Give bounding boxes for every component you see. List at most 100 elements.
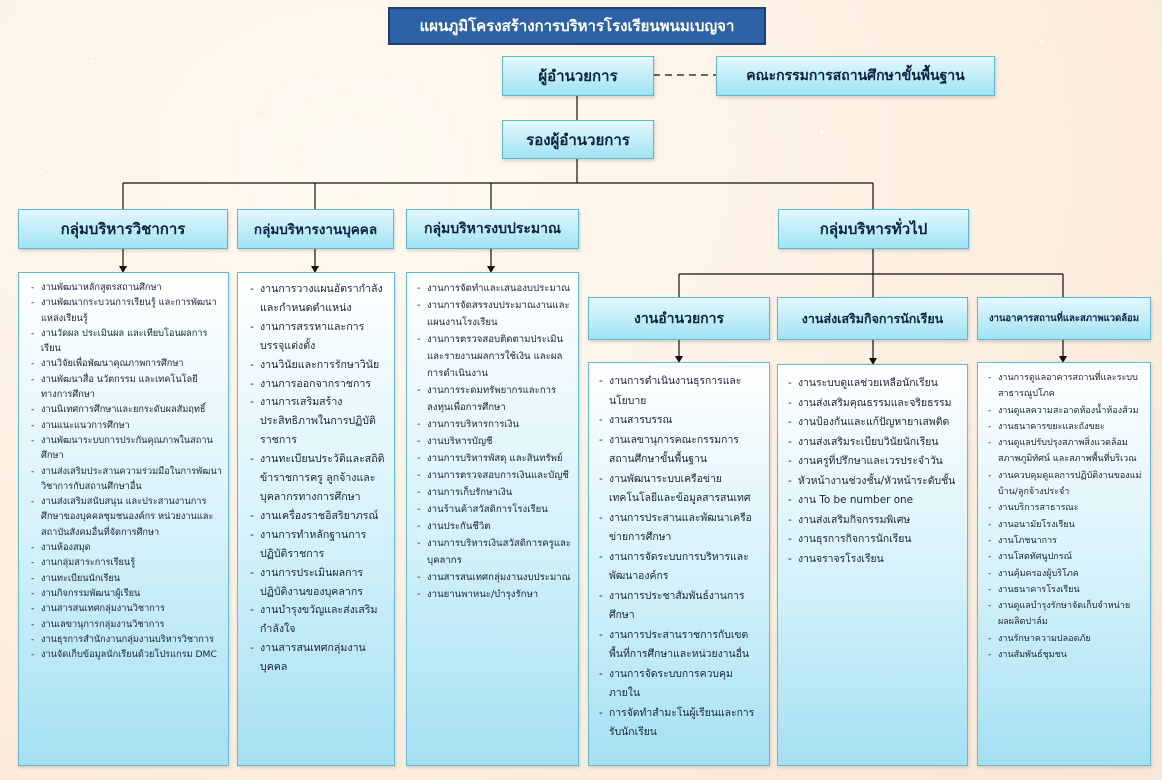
task-item: งานธุรการสำนักงานกลุ่มงานบริหารวิชาการ [31, 632, 222, 648]
task-item: งานส่งเสริมประสานความร่วมมือในการพัฒนาวิ… [31, 464, 222, 495]
task-item: งานดูแลความสะอาดห้องน้ำห้องส้วม [988, 403, 1144, 420]
task-item: งานสัมพันธ์ชุมชน [988, 647, 1144, 664]
task-item: งานการตรวจสอบการเงินและบัญชี [417, 467, 572, 484]
task-item: งานสารบรรณ [599, 411, 763, 431]
task-item: งานธุรการกิจการนักเรียน [788, 530, 961, 550]
admin-subgroup-box: งานอำนวยการ [588, 297, 770, 340]
task-item: งานส่งเสริมสนับสนุน และประสานงานการศึกษา… [31, 494, 222, 540]
arrowhead-personnel [311, 266, 319, 273]
task-item: งานประกันชีวิต [417, 518, 572, 535]
task-item: งานการตรวจสอบติดตามประเมินและรายงานผลการ… [417, 331, 572, 382]
task-item: งานการบริหารการเงิน [417, 416, 572, 433]
task-item: งานการดำเนินงานธุรการและนโยบาย [599, 372, 763, 411]
task-item: งานจราจรโรงเรียน [788, 550, 961, 570]
task-item: หัวหน้างานช่วงชั้น/หัวหน้าระดับชั้น [788, 472, 961, 492]
task-item: งานการประเมินผลการปฏิบัติงานของบุคลากร [250, 564, 388, 602]
task-item: งานเลขานุการกลุ่มงานวิชาการ [31, 617, 222, 633]
deputy-box: รองผู้อำนวยการ [502, 120, 654, 159]
task-item: งานดูแลบำรุงรักษาจัดเก็บจำหน่ายผลผลิตปาล… [988, 598, 1144, 631]
task-item: งานบำรุงขวัญและส่งเสริมกำลังใจ [250, 601, 388, 639]
task-item: งานการจัดทำและเสนองบประมาณ [417, 280, 572, 297]
task-item: งานธนาคารโรงเรียน [988, 582, 1144, 599]
task-item: งานกิจกรรมพัฒนาผู้เรียน [31, 586, 222, 602]
task-item: งานเลขานุการคณะกรรมการสถานศึกษาขั้นพื้นฐ… [599, 431, 763, 470]
task-item: งานธนาคารขยะและถังขยะ [988, 419, 1144, 436]
task-item: งานการบริหารพัสดุ และสินทรัพย์ [417, 450, 572, 467]
task-item: งานส่งเสริมคุณธรรมและจริยธรรม [788, 394, 961, 414]
task-item: งานการจัดระบบการควบคุมภายใน [599, 665, 763, 704]
facility-task-list: งานการดูแลอาคารสถานที่และระบบสาธารณูปโภค… [977, 362, 1151, 766]
admin-task-list: งานการดำเนินงานธุรการและนโยบายงานสารบรรณ… [588, 362, 770, 766]
student-affairs-task-list: งานระบบดูแลช่วยเหลือนักเรียนงานส่งเสริมค… [777, 364, 968, 766]
task-item: งานการวางแผนอัตรากำลังและกำหนดตำแหน่ง [250, 280, 388, 318]
task-item: งานบริหารบัญชี [417, 433, 572, 450]
task-item: งานการจัดระบบการบริหารและพัฒนาองค์กร [599, 548, 763, 587]
task-item: งานอนามัยโรงเรียน [988, 517, 1144, 534]
sparkle-decoration [260, 110, 263, 113]
task-item: งานพัฒนาหลักสูตรสถานศึกษา [31, 280, 222, 296]
task-item: การจัดทำสำมะโนผู้เรียนและการรับนักเรียน [599, 704, 763, 743]
task-item: งานยานพาหนะ/บำรุงรักษา [417, 586, 572, 603]
task-item: งานการดูแลอาคารสถานที่และระบบสาธารณูปโภค [988, 370, 1144, 403]
task-item: งานแนะแนวการศึกษา [31, 418, 222, 434]
task-item: งานดูแลปรับปรุงสภาพสิ่งแวดล้อม สภาพภูมิท… [988, 435, 1144, 468]
task-item: งานพัฒนาสื่อ นวัตกรรม และเทคโนโลยีทางการ… [31, 372, 222, 403]
task-item: งานบริการสาธารณะ [988, 500, 1144, 517]
task-item: งานพัฒนาระบบการประกันคุณภาพในสถานศึกษา [31, 433, 222, 464]
task-item: งานโภชนาการ [988, 533, 1144, 550]
arrowhead-student [869, 358, 877, 365]
task-item: งานการประชาสัมพันธ์งานการศึกษา [599, 587, 763, 626]
task-item: งานพัฒนาระบบเครือข่ายเทคโนโลยีและข้อมูลส… [599, 470, 763, 509]
director-box: ผู้อำนวยการ [502, 56, 654, 96]
task-item: งานวัดผล ประเมินผล และเทียบโอนผลการเรียน [31, 326, 222, 357]
task-item: งานการประสานและพัฒนาเครือข่ายการศึกษา [599, 509, 763, 548]
task-item: งานการบริหารเงินสวัสดิการครูและบุคลากร [417, 535, 572, 569]
board-box: คณะกรรมการสถานศึกษาขั้นพื้นฐาน [716, 56, 995, 96]
task-item: งานการสรรหาและการบรรจุแต่งตั้ง [250, 318, 388, 356]
sparkle-decoration [1040, 40, 1043, 43]
task-item: งานห้องสมุด [31, 540, 222, 556]
academic-task-list: งานพัฒนาหลักสูตรสถานศึกษางานพัฒนากระบวนก… [18, 272, 229, 766]
task-item: งานสารสนเทศกลุ่มงานงบประมาณ [417, 569, 572, 586]
sparkle-decoration [820, 130, 823, 133]
sparkle-decoration [90, 60, 93, 63]
task-item: งานโสตทัศนูปกรณ์ [988, 549, 1144, 566]
task-item: งานวิจัยเพื่อพัฒนาคุณภาพการศึกษา [31, 356, 222, 372]
arrowhead-admin [675, 356, 683, 363]
page-title: แผนภูมิโครงสร้างการบริหารโรงเรียนพนมเบญจ… [388, 7, 766, 45]
budget-task-list: งานการจัดทำและเสนองบประมาณงานการจัดสรรงบ… [406, 272, 579, 766]
sparkle-decoration [40, 170, 43, 173]
academic-group-box: กลุ่มบริหารวิชาการ [18, 209, 228, 249]
task-item: งานการออกจากราชการ [250, 375, 388, 394]
task-item: งานการเก็บรักษาเงิน [417, 484, 572, 501]
task-item: งานส่งเสริมระเบียบวินัยนักเรียน [788, 433, 961, 453]
personnel-group-box: กลุ่มบริหารงานบุคคล [237, 209, 394, 249]
task-item: งานพัฒนากระบวนการเรียนรู้ และการพัฒนาแหล… [31, 295, 222, 326]
task-item: งานการประสานราชการกับเขตพื้นที่การศึกษาแ… [599, 626, 763, 665]
task-item: งานควบคุมดูแลการปฏิบัติงานของแม่บ้าน/ลูก… [988, 468, 1144, 501]
budget-group-box: กลุ่มบริหารงบประมาณ [406, 209, 579, 249]
task-item: งานการระดมทรัพยากรและการลงทุนเพื่อการศึก… [417, 382, 572, 416]
task-item: งานการเสริมสร้างประสิทธิภาพในการปฏิบัติร… [250, 393, 388, 450]
arrowhead-facility [1059, 356, 1067, 363]
general-group-box: กลุ่มบริหารทั่วไป [778, 209, 969, 249]
task-item: งานร้านค้าสวัสดิการโรงเรียน [417, 501, 572, 518]
task-item: งานทะเบียนประวัติและสถิติข้าราชการครู ลู… [250, 450, 388, 507]
arrowhead-academic [119, 266, 127, 273]
task-item: งานป้องกันและแก้ปัญหายาเสพติด [788, 413, 961, 433]
task-item: งานนิเทศการศึกษาและยกระดับผลสัมฤทธิ์ [31, 402, 222, 418]
task-item: งานครูที่ปรึกษาและเวรประจำวัน [788, 452, 961, 472]
task-item: งานสารสนเทศกลุ่มงานวิชาการ [31, 601, 222, 617]
task-item: งานคุ้มครองผู้บริโภค [988, 566, 1144, 583]
task-item: งานวินัยและการรักษาวินัย [250, 356, 388, 375]
personnel-task-list: งานการวางแผนอัตรากำลังและกำหนดตำแหน่งงาน… [237, 272, 395, 766]
task-item: งานทะเบียนนักเรียน [31, 571, 222, 587]
task-item: งานส่งเสริมกิจกรรมพิเศษ [788, 511, 961, 531]
task-item: งานกลุ่มสาระการเรียนรู้ [31, 555, 222, 571]
task-item: งานระบบดูแลช่วยเหลือนักเรียน [788, 374, 961, 394]
student-affairs-subgroup-box: งานส่งเสริมกิจการนักเรียน [777, 297, 968, 340]
task-item: งานรักษาความปลอดภัย [988, 631, 1144, 648]
task-item: งาน To be number one [788, 491, 961, 511]
task-item: งานสารสนเทศกลุ่มงานบุคคล [250, 639, 388, 677]
arrowhead-budget [487, 266, 495, 273]
